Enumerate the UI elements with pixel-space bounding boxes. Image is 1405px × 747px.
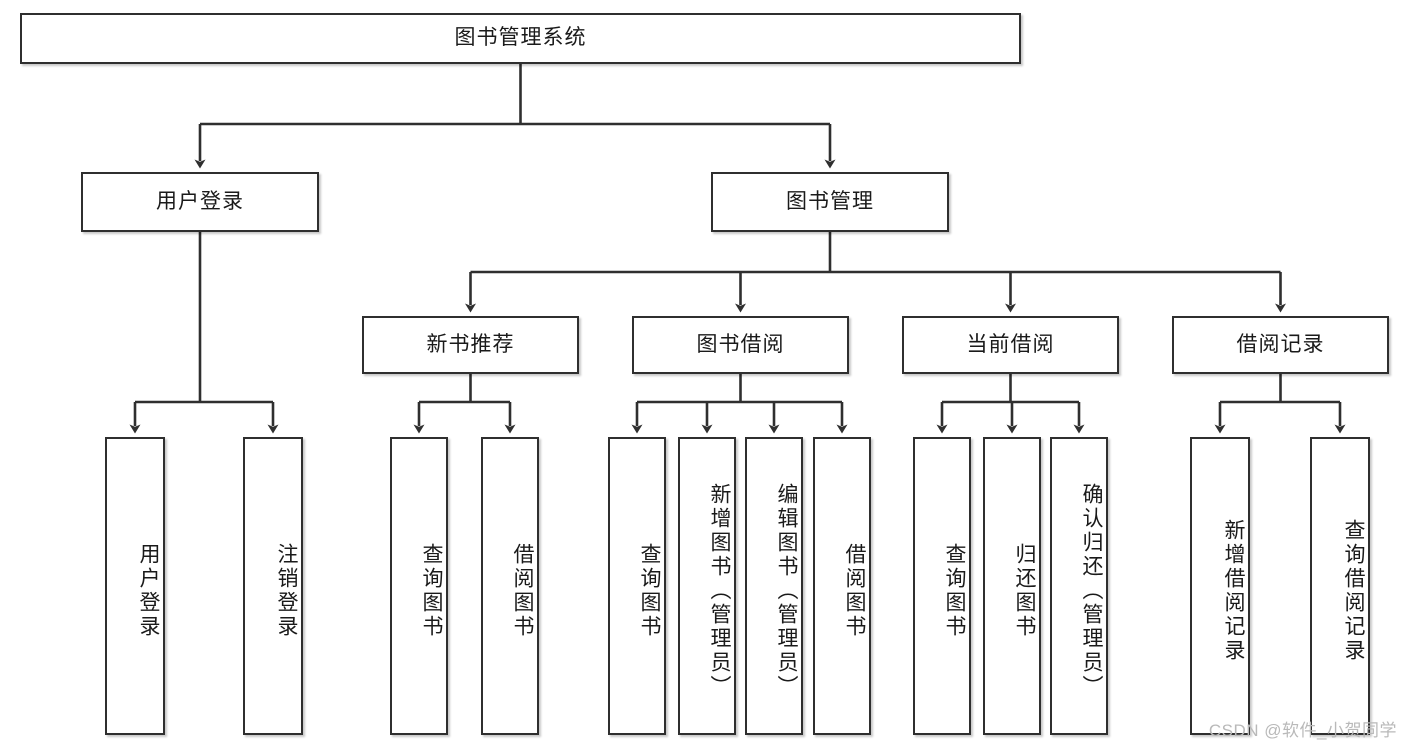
node-label: 借阅图书	[843, 543, 866, 639]
node-label: 新增借阅记录	[1222, 519, 1245, 663]
leaf-node-leaf-add-record[interactable]: 新增借阅记录	[1190, 437, 1250, 735]
watermark-label: CSDN @软件_小贺同学	[1208, 721, 1397, 740]
leaf-node-leaf-query-book-2[interactable]: 查询图书	[608, 437, 666, 735]
node-label: 查询图书	[420, 543, 443, 639]
root-node[interactable]: 图书管理系统	[20, 13, 1021, 64]
node-label: 图书管理	[786, 189, 874, 213]
leaf-node-leaf-query-book-3[interactable]: 查询图书	[913, 437, 971, 735]
leaf-node-leaf-query-record[interactable]: 查询借阅记录	[1310, 437, 1370, 735]
node-label: 新书推荐	[426, 332, 515, 356]
node-label: 用户登录	[137, 543, 160, 639]
module-node-user-login[interactable]: 用户登录	[81, 172, 319, 232]
submodule-node-current-borrow[interactable]: 当前借阅	[902, 316, 1119, 374]
node-label: 查询图书	[943, 543, 966, 639]
leaf-node-leaf-return-book[interactable]: 归还图书	[983, 437, 1041, 735]
leaf-node-leaf-edit-book[interactable]: 编辑图书（管理员）	[745, 437, 803, 735]
node-label: 新增图书（管理员）	[708, 483, 731, 699]
node-label: 用户登录	[156, 189, 244, 213]
leaf-node-leaf-confirm-return[interactable]: 确认归还（管理员）	[1050, 437, 1108, 735]
node-label: 确认归还（管理员）	[1080, 483, 1103, 699]
node-label: 图书管理系统	[454, 26, 587, 50]
node-label: 注销登录	[275, 543, 298, 639]
node-label: 查询借阅记录	[1342, 519, 1365, 663]
leaf-node-leaf-borrow-book-1[interactable]: 借阅图书	[481, 437, 539, 735]
node-label: 查询图书	[638, 543, 661, 639]
submodule-node-new-book-rec[interactable]: 新书推荐	[362, 316, 579, 374]
leaf-node-leaf-query-book-1[interactable]: 查询图书	[390, 437, 448, 735]
submodule-node-book-borrow[interactable]: 图书借阅	[632, 316, 849, 374]
node-label: 借阅记录	[1236, 332, 1325, 356]
leaf-node-leaf-logout[interactable]: 注销登录	[243, 437, 303, 735]
node-label: 图书借阅	[696, 332, 785, 356]
leaf-node-leaf-borrow-book-2[interactable]: 借阅图书	[813, 437, 871, 735]
submodule-node-borrow-record[interactable]: 借阅记录	[1172, 316, 1389, 374]
node-label: 当前借阅	[966, 332, 1055, 356]
node-label: 编辑图书（管理员）	[775, 483, 798, 699]
leaf-node-leaf-user-login[interactable]: 用户登录	[105, 437, 165, 735]
node-label: 归还图书	[1013, 543, 1036, 639]
node-label: 借阅图书	[511, 543, 534, 639]
module-node-book-manage[interactable]: 图书管理	[711, 172, 949, 232]
leaf-node-leaf-add-book[interactable]: 新增图书（管理员）	[678, 437, 736, 735]
